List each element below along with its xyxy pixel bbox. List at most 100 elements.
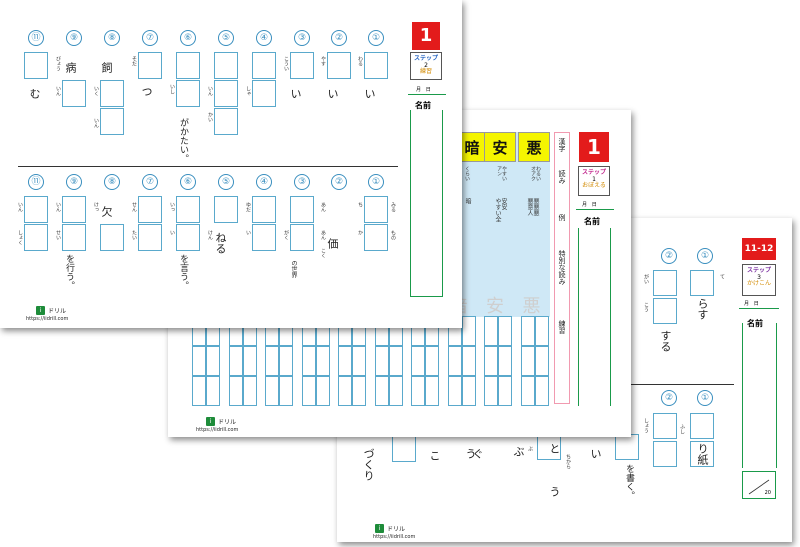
practice-cell[interactable] [388,346,403,376]
practice-cell[interactable] [192,346,206,376]
practice-cell[interactable] [520,316,535,346]
footer-url[interactable]: https://iidrill.com [196,427,239,433]
practice-cell[interactable] [374,376,389,406]
answer-box[interactable] [690,270,714,296]
practice-cell[interactable] [447,376,462,406]
question-number: ⑧ [104,174,120,190]
answer-box[interactable] [653,298,677,324]
practice-cell[interactable] [352,346,366,376]
practice-cell[interactable] [534,316,549,346]
footer-url[interactable]: https://iidrill.com [373,534,416,540]
practice-cell[interactable] [520,346,535,376]
practice-cell[interactable] [279,346,293,376]
practice-cell[interactable] [411,376,425,406]
practice-cell[interactable] [388,376,403,406]
sentence-text: する [659,330,672,352]
practice-cell[interactable] [484,376,498,406]
answer-box[interactable] [364,224,388,251]
practice-cell[interactable] [265,346,279,376]
practice-cell[interactable] [301,376,316,406]
practice-cell[interactable] [447,346,462,376]
answer-box[interactable] [653,413,677,439]
practice-cell[interactable] [484,346,498,376]
answer-box[interactable] [252,196,276,223]
answer-box[interactable] [214,80,238,107]
practice-cell[interactable] [461,376,476,406]
answer-box[interactable] [62,80,86,107]
practice-ghost-kanji: 悪 [522,296,541,317]
answer-box[interactable] [690,441,714,467]
answer-box[interactable] [138,52,162,79]
practice-cell[interactable] [498,346,512,376]
answer-box[interactable] [252,224,276,251]
practice-cell[interactable] [242,346,257,376]
answer-box[interactable] [290,52,314,79]
answer-box[interactable] [252,52,276,79]
answer-box[interactable] [214,196,238,223]
practice-cell[interactable] [534,346,549,376]
question-number: ④ [256,174,272,190]
practice-cell[interactable] [242,376,257,406]
answer-box[interactable] [24,196,48,223]
answer-box[interactable] [62,224,86,251]
answer-box[interactable] [252,80,276,107]
answer-box[interactable] [176,196,200,223]
practice-cell[interactable] [498,376,512,406]
answer-box[interactable] [100,80,124,107]
answer-box[interactable] [100,108,124,135]
practice-cell[interactable] [498,316,512,346]
answer-box[interactable] [138,224,162,251]
practice-cell[interactable] [461,316,476,346]
answer-box[interactable] [392,436,416,462]
question-number: ⑨ [66,174,82,190]
label-kanji: 漢字 [558,138,566,152]
practice-cell[interactable] [534,376,549,406]
answer-box[interactable] [653,441,677,467]
practice-cell[interactable] [425,376,439,406]
practice-cell[interactable] [315,346,330,376]
answer-box[interactable] [327,52,351,79]
answer-box[interactable] [690,413,714,439]
answer-box[interactable] [100,224,124,251]
answer-box[interactable] [615,434,639,460]
sentence-text: い [326,88,339,99]
question-number: ② [331,174,347,190]
answer-box[interactable] [176,80,200,107]
answer-box[interactable] [24,224,48,251]
practice-cell[interactable] [315,376,330,406]
answer-box[interactable] [24,52,48,79]
practice-cell[interactable] [279,376,293,406]
answer-box[interactable] [176,52,200,79]
practice-cell[interactable] [484,316,498,346]
practice-cell[interactable] [206,376,220,406]
answer-box[interactable] [537,434,561,460]
practice-cell[interactable] [338,346,352,376]
answer-box[interactable] [290,196,314,223]
sheet-number-badge: 11-12 [742,238,776,260]
answer-box[interactable] [176,224,200,251]
practice-cell[interactable] [352,376,366,406]
answer-box[interactable] [364,196,388,223]
practice-cell[interactable] [228,376,243,406]
answer-box[interactable] [138,196,162,223]
practice-cell[interactable] [374,346,389,376]
practice-cell[interactable] [461,346,476,376]
practice-cell[interactable] [520,376,535,406]
footer-url[interactable]: https://iidrill.com [26,316,69,322]
practice-cell[interactable] [228,346,243,376]
answer-box[interactable] [214,52,238,79]
answer-box[interactable] [62,196,86,223]
practice-cell[interactable] [265,376,279,406]
practice-cell[interactable] [192,376,206,406]
practice-cell[interactable] [206,346,220,376]
answer-box[interactable] [364,52,388,79]
answer-box[interactable] [653,270,677,296]
practice-cell[interactable] [425,346,439,376]
practice-cell[interactable] [411,346,425,376]
answer-box[interactable] [214,108,238,135]
step-number: 3 [757,273,761,281]
answer-box[interactable] [290,224,314,251]
furigana: せん [131,202,137,212]
practice-cell[interactable] [338,376,352,406]
practice-cell[interactable] [301,346,316,376]
